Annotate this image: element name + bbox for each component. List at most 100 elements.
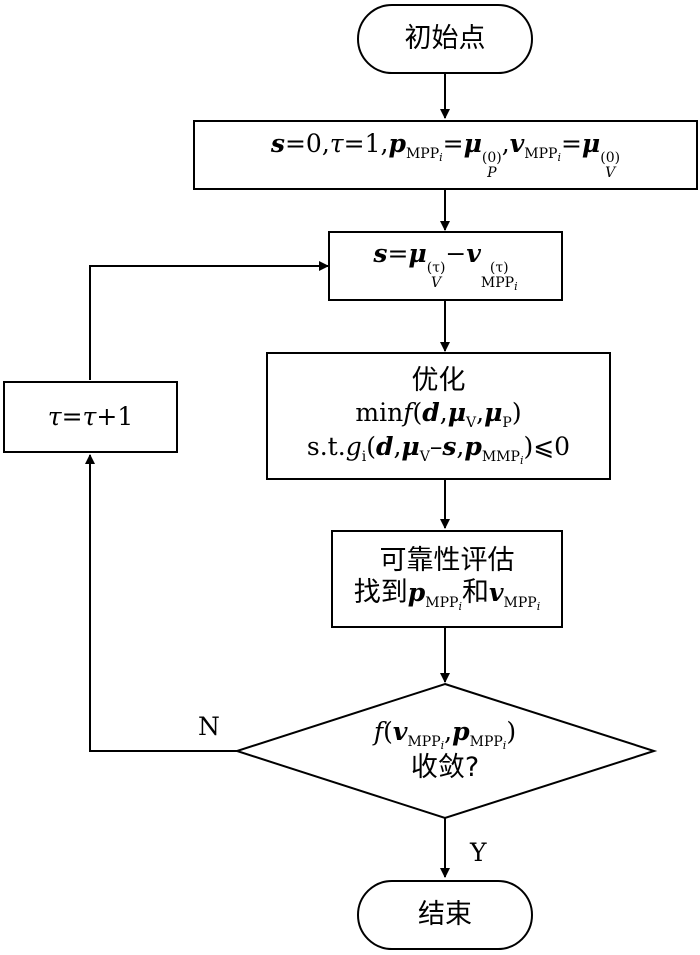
end-terminal: 结束 bbox=[357, 880, 533, 950]
optimization-box: 优化 minf(d,μV,μP) s.t.gi(d,μV–s,pMMPi)⩽0 bbox=[266, 352, 611, 480]
reliability-box: 可靠性评估 找到pMPPi和vMPPi bbox=[331, 530, 563, 628]
convergence-text: f(vMPPi,pMPPi) 收敛? bbox=[300, 705, 590, 797]
init-eq0: =0, bbox=[284, 129, 330, 159]
reliability-find: 找到pMPPi和vMPPi bbox=[354, 577, 540, 613]
mpp-text: MPP bbox=[524, 146, 558, 163]
var-p: p bbox=[407, 578, 426, 608]
convergence-decision-diamond bbox=[233, 682, 658, 820]
var-mu-v: μ bbox=[581, 129, 601, 159]
min-text: min bbox=[355, 397, 404, 427]
sub-mpp-p: MPPi bbox=[425, 595, 462, 614]
sub-mpp: MPPi bbox=[481, 276, 518, 293]
reliability-title: 可靠性评估 bbox=[379, 544, 515, 576]
sub-P: P bbox=[487, 165, 497, 181]
sub-i: i bbox=[519, 453, 524, 467]
init-formula: s=0,τ=1,pMPPi=μ(0)P,vMPPi=μ(0)V bbox=[271, 129, 620, 180]
edge-label-yes: Y bbox=[470, 838, 487, 867]
start-label: 初始点 bbox=[404, 22, 486, 54]
sub-i: i bbox=[536, 600, 541, 614]
sub-mpp-v: MPPi bbox=[503, 595, 541, 614]
var-p: p bbox=[388, 129, 406, 159]
init-eq-p: = bbox=[442, 129, 464, 159]
sub-i: i bbox=[361, 448, 367, 465]
tau-eq: = bbox=[61, 402, 83, 431]
leq-zero: ⩽0 bbox=[533, 431, 571, 461]
var-mu-p: μ bbox=[484, 397, 503, 427]
sub-i: i bbox=[502, 739, 507, 753]
sub-V: V bbox=[466, 414, 477, 431]
arrow-tau-update-to-update bbox=[89, 261, 329, 380]
and-text: 和 bbox=[461, 577, 489, 609]
comma: , bbox=[456, 431, 465, 461]
tau-update-box: τ=τ+1 bbox=[3, 381, 178, 453]
sub-i: i bbox=[440, 739, 445, 753]
paren-open: ( bbox=[412, 397, 423, 427]
var-p: p bbox=[452, 717, 470, 747]
supsub-mu-p: (0)P bbox=[482, 151, 502, 180]
mpp-text: MPP bbox=[480, 275, 515, 292]
mpp-text: MPP bbox=[425, 595, 459, 612]
var-v: v bbox=[509, 129, 525, 159]
var-mu-v: μ bbox=[447, 397, 466, 427]
var-s: s bbox=[373, 239, 388, 269]
paren-close: ) bbox=[506, 717, 517, 747]
var-d: d bbox=[375, 431, 394, 461]
comma: , bbox=[393, 431, 402, 461]
mpp-text: MPP bbox=[407, 734, 441, 751]
edge-label-no: N bbox=[198, 712, 220, 741]
sup-tau: (τ) bbox=[489, 260, 509, 277]
objective-formula: minf(d,μV,μP) bbox=[355, 398, 521, 432]
var-tau: τ bbox=[82, 402, 97, 431]
init-comma: , bbox=[501, 129, 510, 159]
paren-close: ) bbox=[523, 431, 534, 461]
sub-P: P bbox=[502, 414, 512, 431]
comma: , bbox=[476, 397, 485, 427]
init-eq1: =1, bbox=[343, 129, 389, 159]
sub-i: i bbox=[439, 151, 443, 165]
init-box: s=0,τ=1,pMPPi=μ(0)P,vMPPi=μ(0)V bbox=[193, 120, 698, 190]
upd-eq: = bbox=[387, 239, 409, 269]
minus: – bbox=[429, 431, 443, 461]
shift-update-box: s=μ(τ)V−v(τ)MPPi bbox=[328, 231, 563, 301]
start-terminal: 初始点 bbox=[357, 4, 533, 74]
var-g: g bbox=[345, 431, 362, 461]
sup-tau: (τ) bbox=[426, 260, 446, 277]
upd-minus: − bbox=[445, 239, 467, 269]
sub-i: i bbox=[458, 600, 462, 614]
comma: , bbox=[439, 397, 448, 427]
mpp-text: MPP bbox=[405, 146, 440, 163]
mpp-text: MPP bbox=[503, 595, 537, 612]
mmp-text: MMP bbox=[481, 448, 520, 465]
sub-V: V bbox=[605, 165, 616, 181]
paren-open: ( bbox=[366, 431, 376, 461]
supsub-mu-v: (0)V bbox=[600, 151, 620, 180]
sub-i: i bbox=[557, 151, 561, 165]
var-d: d bbox=[422, 397, 440, 427]
sub-V: V bbox=[431, 275, 442, 292]
tau-plus-one: +1 bbox=[96, 402, 134, 431]
var-v: v bbox=[466, 239, 481, 269]
sup-zero: (0) bbox=[600, 150, 621, 167]
supsub-mu: (τ)V bbox=[427, 261, 446, 290]
var-mu: μ bbox=[408, 239, 427, 269]
var-mu-p: μ bbox=[463, 129, 482, 159]
sub-mpp-v: MPPi bbox=[407, 734, 445, 753]
constraint-formula: s.t.gi(d,μV–s,pMMPi)⩽0 bbox=[307, 432, 570, 467]
mpp-text: MPP bbox=[469, 734, 503, 751]
tau-update-formula: τ=τ+1 bbox=[48, 402, 134, 432]
st-text: s.t. bbox=[306, 431, 346, 461]
init-eq-v: = bbox=[560, 129, 582, 159]
var-f: f bbox=[373, 717, 384, 747]
sup-zero: (0) bbox=[481, 150, 502, 167]
var-s: s bbox=[270, 129, 285, 159]
shift-formula: s=μ(τ)V−v(τ)MPPi bbox=[373, 239, 517, 292]
var-mu: μ bbox=[401, 431, 420, 461]
arrow-no-to-tau-update bbox=[85, 454, 237, 752]
supsub-v: (τ)MPPi bbox=[481, 261, 518, 292]
find-text: 找到 bbox=[353, 577, 408, 609]
sub-i: i bbox=[514, 280, 518, 294]
sub-mmp: MMPi bbox=[481, 448, 524, 467]
sub-mpp-p: MPPi bbox=[405, 146, 443, 165]
var-tau: τ bbox=[329, 129, 344, 159]
